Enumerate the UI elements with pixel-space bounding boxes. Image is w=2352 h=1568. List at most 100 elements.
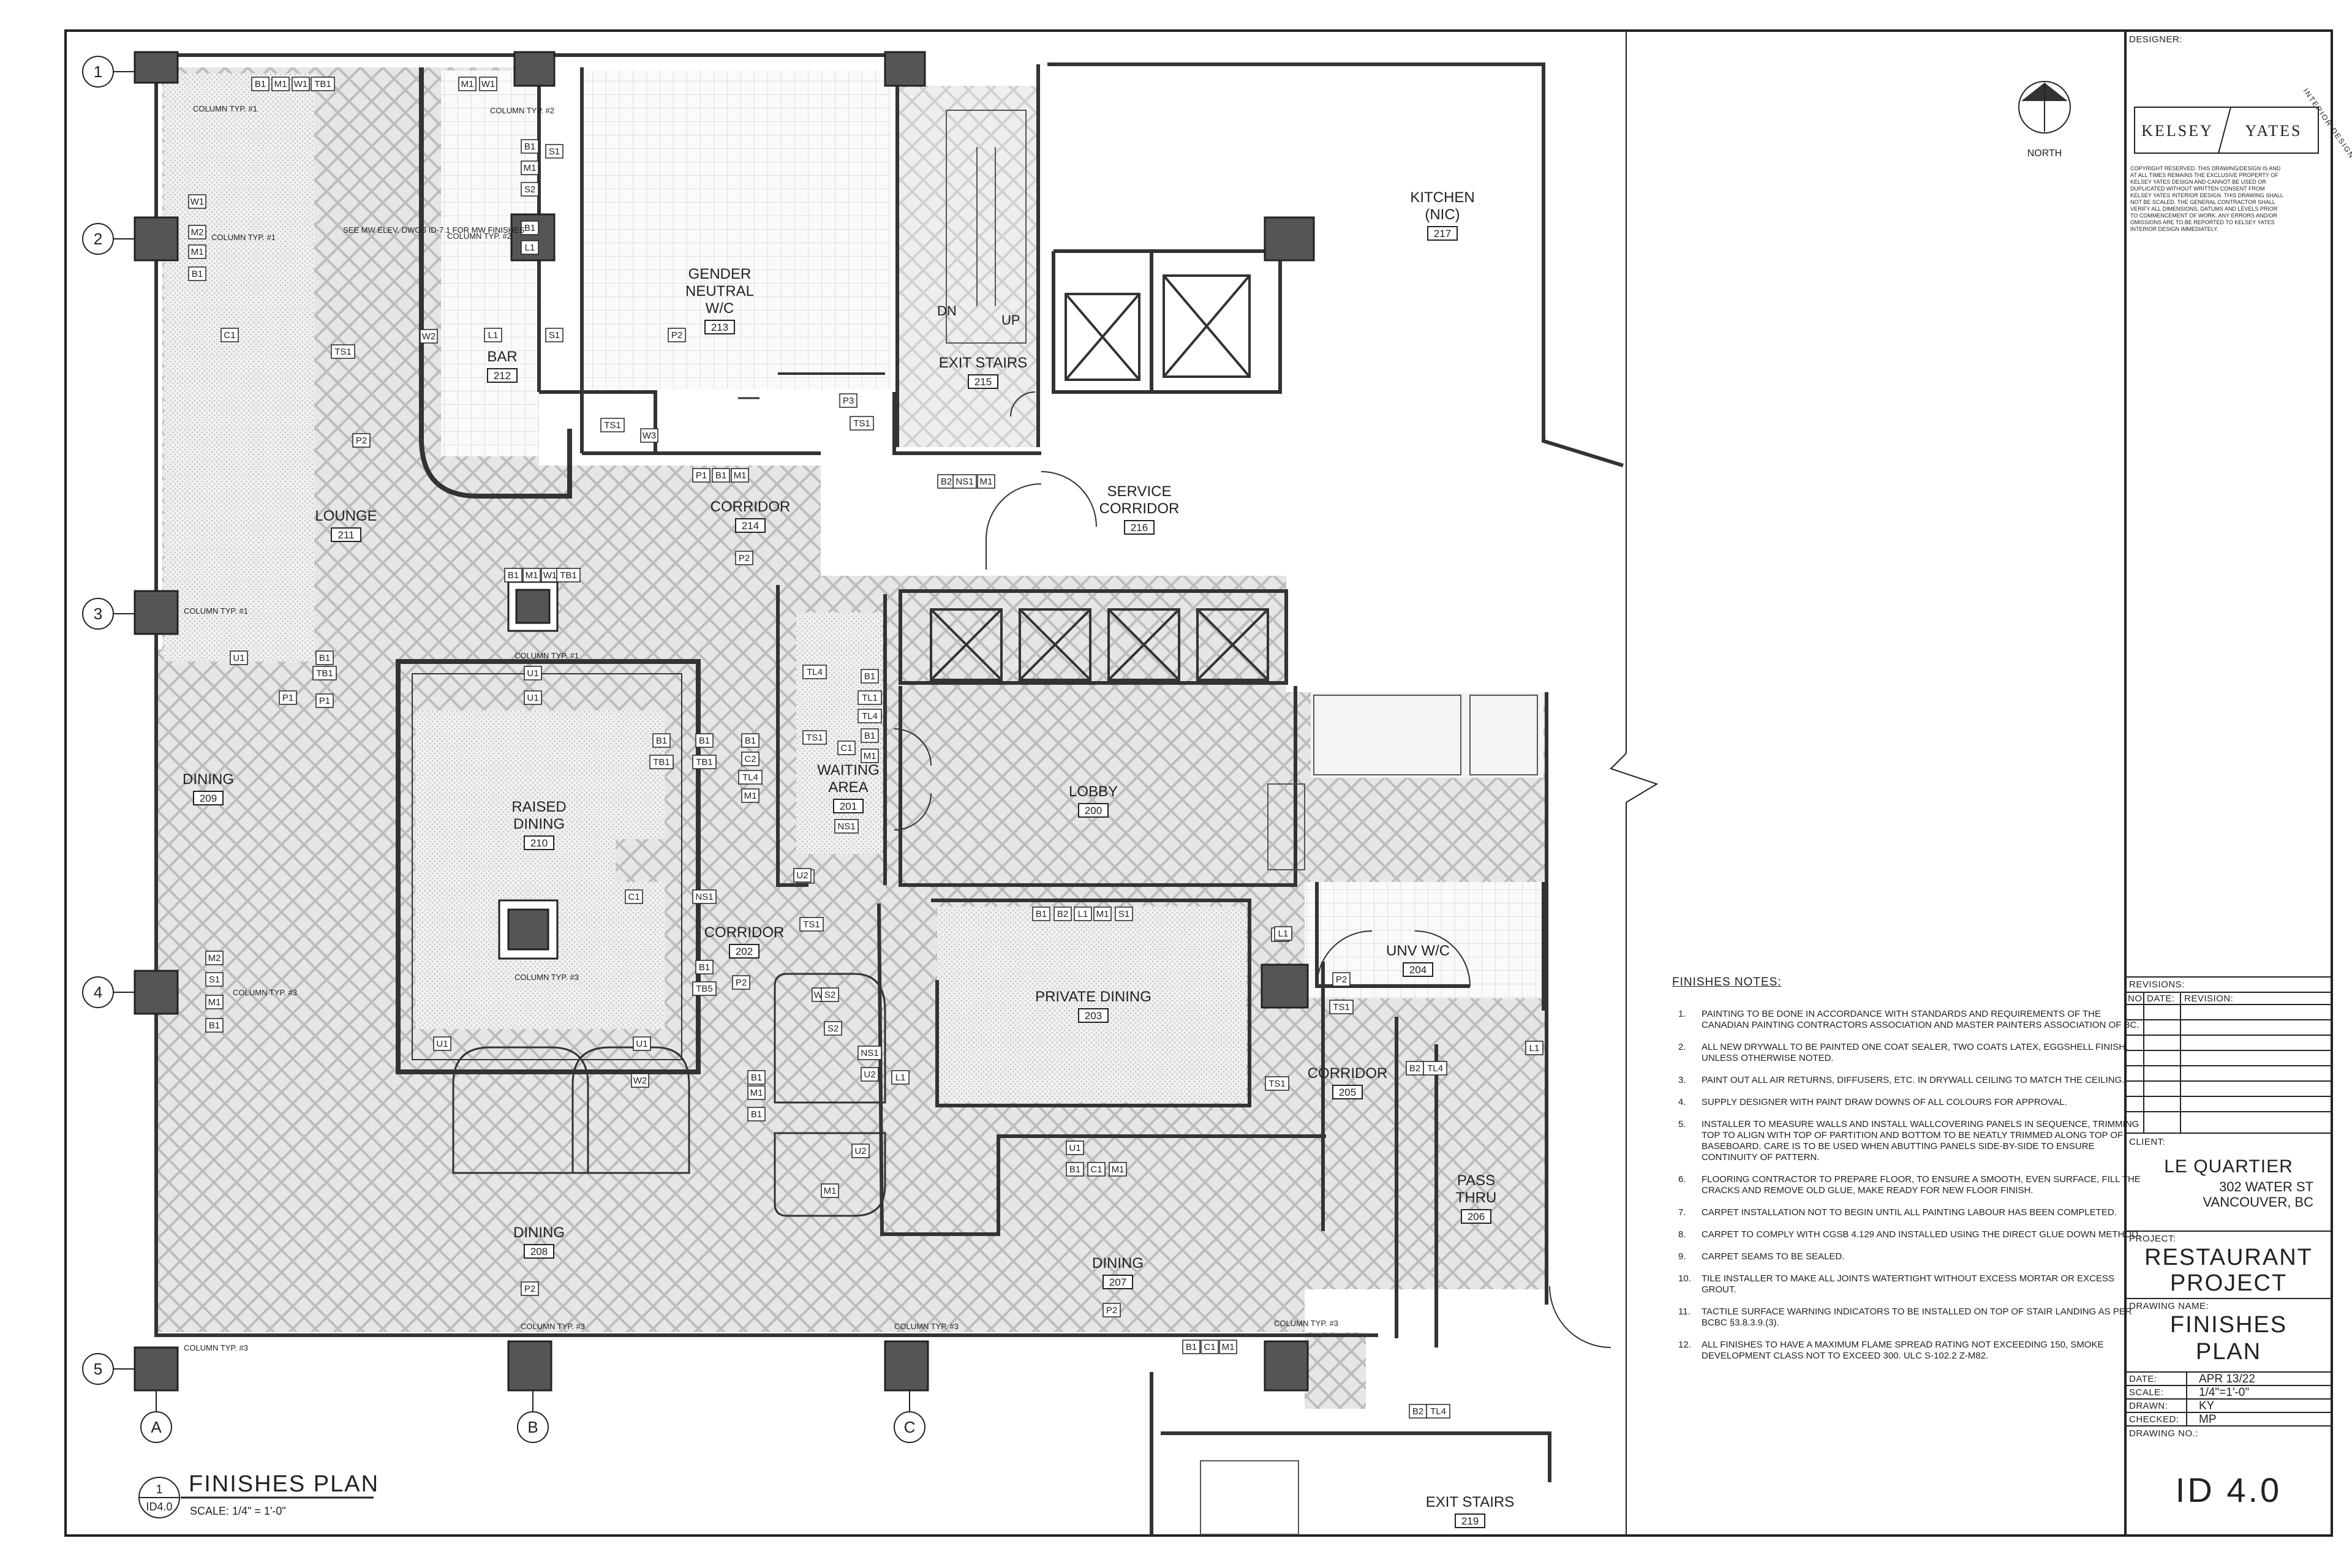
- finish-tag: TB5: [696, 984, 713, 994]
- room-name: DINING: [513, 1224, 565, 1241]
- grid-label-b: B: [527, 1418, 538, 1436]
- client-label: CLIENT:: [2129, 1137, 2166, 1147]
- room-name: SERVICE: [1107, 483, 1172, 500]
- note-column-typ2-b: COLUMN TYP. #2: [447, 232, 511, 241]
- finish-tag-box: [600, 418, 625, 432]
- finish-tag: C2: [744, 754, 756, 764]
- finish-tag-box: [695, 733, 714, 748]
- finish-tag-box: [521, 1281, 539, 1296]
- finish-tag-box: [504, 568, 522, 582]
- note-column-typ2-a: COLUMN TYP. #2: [490, 106, 554, 115]
- finish-tag-box: [479, 77, 497, 91]
- date-label: DATE:: [2129, 1374, 2157, 1384]
- stairs: [946, 110, 1538, 1535]
- finish-tag-box: [850, 416, 874, 431]
- finish-tag: NS1: [837, 821, 855, 832]
- finishes-note-text: PAINT OUT ALL AIR RETURNS, DIFFUSERS, ET…: [1702, 1075, 2125, 1085]
- finish-tag: M1: [750, 1088, 763, 1098]
- north-arrow-icon: [2018, 81, 2071, 134]
- room-number: 208: [530, 1246, 548, 1257]
- designer-label: DESIGNER:: [2129, 34, 2183, 45]
- finish-tag-box: [633, 1036, 651, 1051]
- stair-up-label: UP: [1001, 312, 1020, 328]
- finish-tag: TL4: [1430, 1406, 1446, 1417]
- finish-tag-box: [692, 889, 717, 904]
- room-number: 206: [1468, 1211, 1485, 1223]
- finish-tag: TL4: [807, 667, 823, 677]
- finish-tag-box: [861, 1067, 879, 1082]
- drawing-name-label: DRAWING NAME:: [2129, 1301, 2209, 1311]
- finish-tag: M1: [1112, 1164, 1125, 1175]
- room-name: UNV W/C: [1386, 943, 1450, 959]
- date-value: APR 13/22: [2199, 1373, 2255, 1385]
- finish-tag-box: [331, 344, 355, 359]
- room-name: THRU: [1456, 1189, 1497, 1206]
- finishes-note-number: 1.: [1678, 1009, 1686, 1019]
- finish-tag-box: [891, 1070, 910, 1085]
- drawing-name-line-1: FINISHES: [2169, 1312, 2288, 1338]
- finish-tag-box: [747, 1085, 766, 1100]
- finish-tag-box: [521, 221, 539, 235]
- finish-tag: TL1: [862, 693, 878, 703]
- finishes-note-text: INSTALLER TO MEASURE WALLS AND INSTALL W…: [1702, 1119, 2139, 1163]
- stair-dn-label: DN: [937, 303, 957, 318]
- finish-tag-box: [712, 468, 730, 483]
- drawn-label: DRAWN:: [2129, 1401, 2168, 1411]
- room-number-box: [1461, 1209, 1491, 1224]
- note-column-typ3-b: COLUMN TYP. #3: [514, 973, 579, 982]
- finish-tag-box: [861, 728, 879, 743]
- room-name: PASS: [1457, 1172, 1495, 1189]
- finish-tag: C1: [1090, 1164, 1102, 1175]
- note-column-typ1-d: COLUMN TYP. #1: [514, 651, 579, 660]
- room-number-box: [524, 1244, 554, 1259]
- finish-tag: TB1: [696, 757, 713, 767]
- finish-tag: P2: [739, 553, 750, 564]
- finish-tag-box: [861, 748, 879, 763]
- plan-title: FINISHES PLAN: [189, 1471, 379, 1497]
- project-label: PROJECT:: [2129, 1234, 2176, 1244]
- finish-tag: B1: [209, 1020, 220, 1031]
- drawing-name-line-2: PLAN: [2195, 1339, 2262, 1365]
- finish-tag: B2: [1412, 1406, 1423, 1417]
- finishes-note-number: 5.: [1678, 1119, 1686, 1129]
- finish-tag-box: [802, 730, 827, 745]
- client-address-1: 302 WATER ST: [2218, 1179, 2313, 1194]
- room-name: LOUNGE: [315, 508, 377, 524]
- finish-tag-box: [738, 770, 763, 785]
- finishes-note-number: 6.: [1678, 1174, 1686, 1185]
- finish-tag-box: [188, 225, 206, 239]
- client-address-2: VANCOUVER, BC: [2203, 1194, 2313, 1210]
- finish-tag: P2: [524, 1284, 535, 1294]
- finish-tag-box: [1066, 1162, 1084, 1177]
- plan-title-block: 1 ID4.0 FINISHES PLAN SCALE: 1/4" = 1'-0…: [138, 1471, 379, 1518]
- finishes-note-text: TILE INSTALLER TO MAKE ALL JOINTS WATERT…: [1702, 1273, 2115, 1295]
- finish-tag-box: [834, 819, 859, 834]
- finish-tag-box: [741, 788, 760, 803]
- finishes-note-item: 6.FLOORING CONTRACTOR TO PREPARE FLOOR, …: [1654, 1174, 2150, 1196]
- finish-tag: U2: [796, 870, 808, 881]
- finish-tag-box: [1054, 907, 1072, 921]
- room-name: W/C: [706, 300, 734, 317]
- finishes-notes-heading: FINISHES NOTES:: [1672, 976, 1782, 989]
- drawn-value: KY: [2199, 1400, 2215, 1412]
- finish-tag-box: [1329, 1000, 1354, 1014]
- finish-tag-box: [858, 709, 882, 723]
- finish-tag-box: [1200, 1340, 1219, 1354]
- finish-tag-box: [1074, 907, 1092, 921]
- finish-tag-box: [649, 755, 674, 769]
- finish-tag: M1: [526, 570, 538, 581]
- finish-tag: C1: [840, 743, 852, 753]
- finish-tag-box: [1066, 1140, 1084, 1155]
- finish-tag: TL4: [862, 711, 878, 722]
- room-number: 204: [1409, 964, 1427, 976]
- project-line-2: PROJECT: [2169, 1270, 2288, 1296]
- grid-label-2: 2: [94, 230, 102, 248]
- finish-tag: M1: [1222, 1342, 1235, 1352]
- finishes-note-text: ALL NEW DRYWALL TO BE PAINTED ONE COAT S…: [1702, 1042, 2128, 1063]
- finish-tag: U1: [636, 1039, 647, 1049]
- finish-tag-box: [1032, 907, 1050, 921]
- finish-tag: B1: [1186, 1342, 1197, 1352]
- room-number-box: [193, 791, 224, 805]
- finish-tag-box: [521, 240, 539, 255]
